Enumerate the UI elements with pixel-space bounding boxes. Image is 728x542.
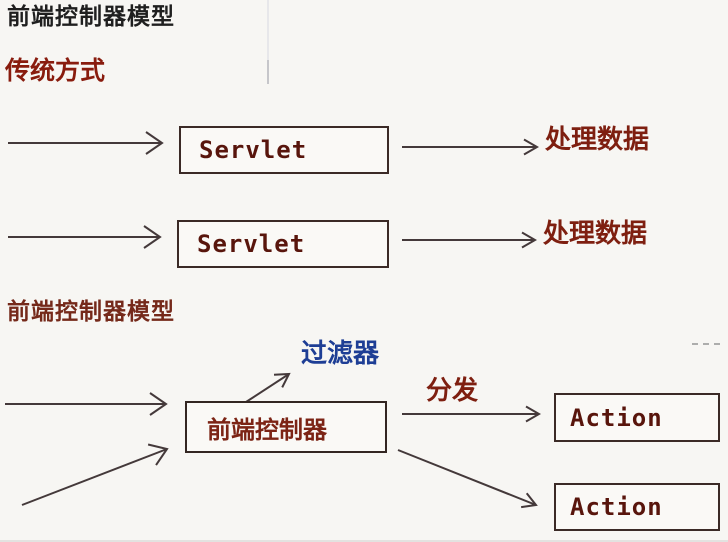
vertical-line-artifact-dark [267,60,269,84]
servlet-box-2-label: Servlet [197,230,306,258]
action-box-2-label: Action [570,493,663,521]
page-title: 前端控制器模型 [7,4,175,30]
front-controller-box-label: 前端控制器 [207,415,327,444]
dash-artifact [692,343,720,345]
process-data-label-1: 处理数据 [545,125,650,155]
action-box-1-label: Action [570,403,663,432]
servlet-box-2: Servlet [177,220,389,268]
bottom-edge-strip [0,540,728,542]
filter-label: 过滤器 [301,339,380,369]
servlet-box-1: Servlet [179,126,389,174]
traditional-subtitle: 传统方式 [5,56,106,85]
dispatch-arrow-2 [397,449,538,509]
action-box-2: Action [554,483,720,531]
front-controller-heading: 前端控制器模型 [7,299,175,325]
front-controller-box: 前端控制器 [185,401,387,453]
servlet-box-1-label: Servlet [199,136,308,164]
vertical-line-artifact [267,0,269,60]
action-box-1: Action [554,393,720,442]
filter-arrow [245,372,291,403]
controller-request-arrow-2 [21,443,169,506]
process-data-label-2: 处理数据 [543,219,648,249]
dispatch-label: 分发 [426,376,479,406]
